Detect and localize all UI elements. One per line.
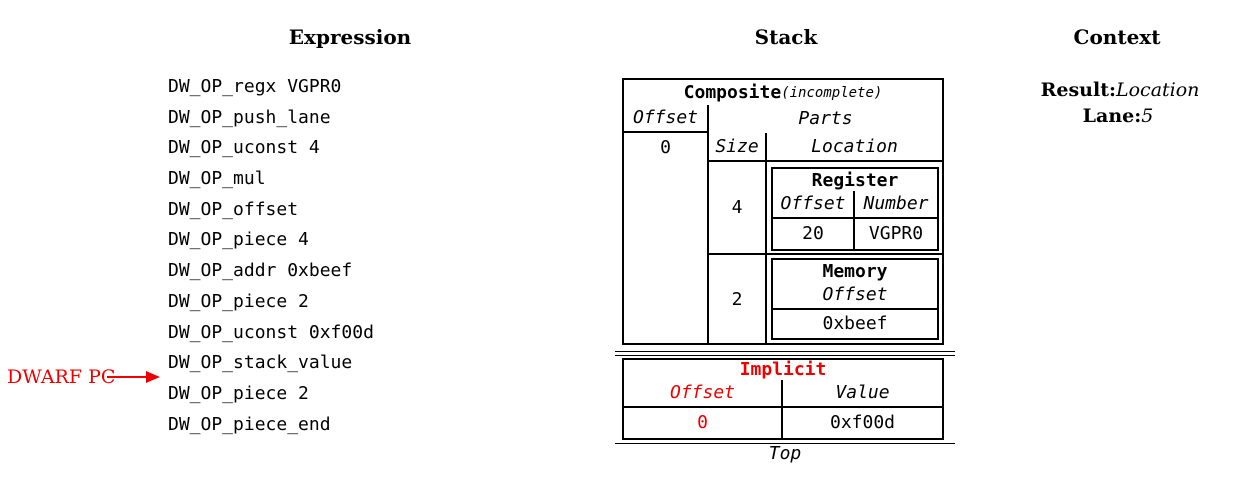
dwarf-pc-arrow xyxy=(107,376,148,378)
memory-table: Memory Offset 0xbeef xyxy=(771,258,939,340)
expression-item: DW_OP_piece_end xyxy=(168,413,331,435)
context-lane-value: 5 xyxy=(1141,105,1154,127)
expression-item: DW_OP_offset xyxy=(168,198,299,220)
part-location-cell: Register Offset Number 20 VGPR0 xyxy=(767,162,942,255)
context-column-title: Context xyxy=(1073,25,1161,49)
composite-offset-column: Offset 0 xyxy=(624,105,709,343)
context-result-value: Location xyxy=(1115,79,1200,101)
expression-item: DW_OP_piece 2 xyxy=(168,382,309,404)
implicit-value-header: Value xyxy=(783,380,942,408)
context-result-label: Result: xyxy=(1040,79,1116,101)
expression-item: DW_OP_addr 0xbeef xyxy=(168,260,353,282)
dwarf-pc-label: DWARF PC xyxy=(7,366,116,388)
expression-item: DW_OP_uconst 4 xyxy=(168,137,320,159)
context-lane-line: Lane:5 xyxy=(1083,106,1154,126)
expression-item: DW_OP_stack_value xyxy=(168,352,353,374)
implicit-value: 0xf00d xyxy=(829,412,896,433)
register-table: Register Offset Number 20 VGPR0 xyxy=(771,167,939,251)
register-offset-header: Offset xyxy=(773,191,855,219)
arrow-right-icon xyxy=(146,371,160,383)
composite-parts-column: Parts Size Location 4 Register Offset Nu… xyxy=(709,105,942,343)
stack-column-title: Stack xyxy=(754,25,818,49)
implicit-title: Implicit xyxy=(739,359,827,380)
register-number-value: VGPR0 xyxy=(868,223,924,244)
register-offset-value: 20 xyxy=(773,219,855,249)
stack-entry-separator xyxy=(615,351,955,356)
stack-top-label: Top xyxy=(768,443,802,464)
expression-item: DW_OP_piece 2 xyxy=(168,290,309,312)
composite-size-header: Size xyxy=(709,133,767,162)
expression-item: DW_OP_uconst 0xf00d xyxy=(168,321,374,343)
implicit-table: Implicit Offset Value 0 0xf00d xyxy=(622,358,944,440)
memory-offset-header: Offset xyxy=(773,282,937,310)
memory-offset-value: 0xbeef xyxy=(822,313,888,334)
composite-title-row: Composite(incomplete) xyxy=(624,80,942,105)
register-title: Register xyxy=(811,170,899,191)
part-size-value: 2 xyxy=(709,255,767,343)
expression-item: DW_OP_piece 4 xyxy=(168,229,309,251)
expression-item: DW_OP_mul xyxy=(168,168,266,190)
composite-title: Composite xyxy=(683,82,782,103)
implicit-offset-value: 0 xyxy=(624,408,783,438)
composite-parts-header: Parts xyxy=(798,108,853,129)
expression-list: DW_OP_regx VGPR0 DW_OP_push_lane DW_OP_u… xyxy=(168,72,374,440)
expression-item: DW_OP_push_lane xyxy=(168,106,331,128)
context-lane-label: Lane: xyxy=(1082,105,1142,127)
implicit-offset-header: Offset xyxy=(624,380,783,408)
memory-title: Memory xyxy=(822,261,888,282)
stack-bottom-separator xyxy=(615,443,955,444)
expression-column-title: Expression xyxy=(288,25,412,49)
expression-item: DW_OP_regx VGPR0 xyxy=(168,76,342,97)
context-result-line: Result:Location xyxy=(1041,80,1200,100)
register-number-header: Number xyxy=(855,191,937,219)
composite-table: Composite(incomplete) Offset 0 Parts Siz… xyxy=(622,78,944,345)
composite-location-header: Location xyxy=(767,133,942,162)
composite-offset-value: 0 xyxy=(660,137,671,158)
composite-incomplete-note: (incomplete) xyxy=(781,84,883,101)
composite-offset-header: Offset xyxy=(624,105,707,133)
part-location-cell: Memory Offset 0xbeef xyxy=(767,255,942,343)
part-size-value: 4 xyxy=(709,162,767,255)
